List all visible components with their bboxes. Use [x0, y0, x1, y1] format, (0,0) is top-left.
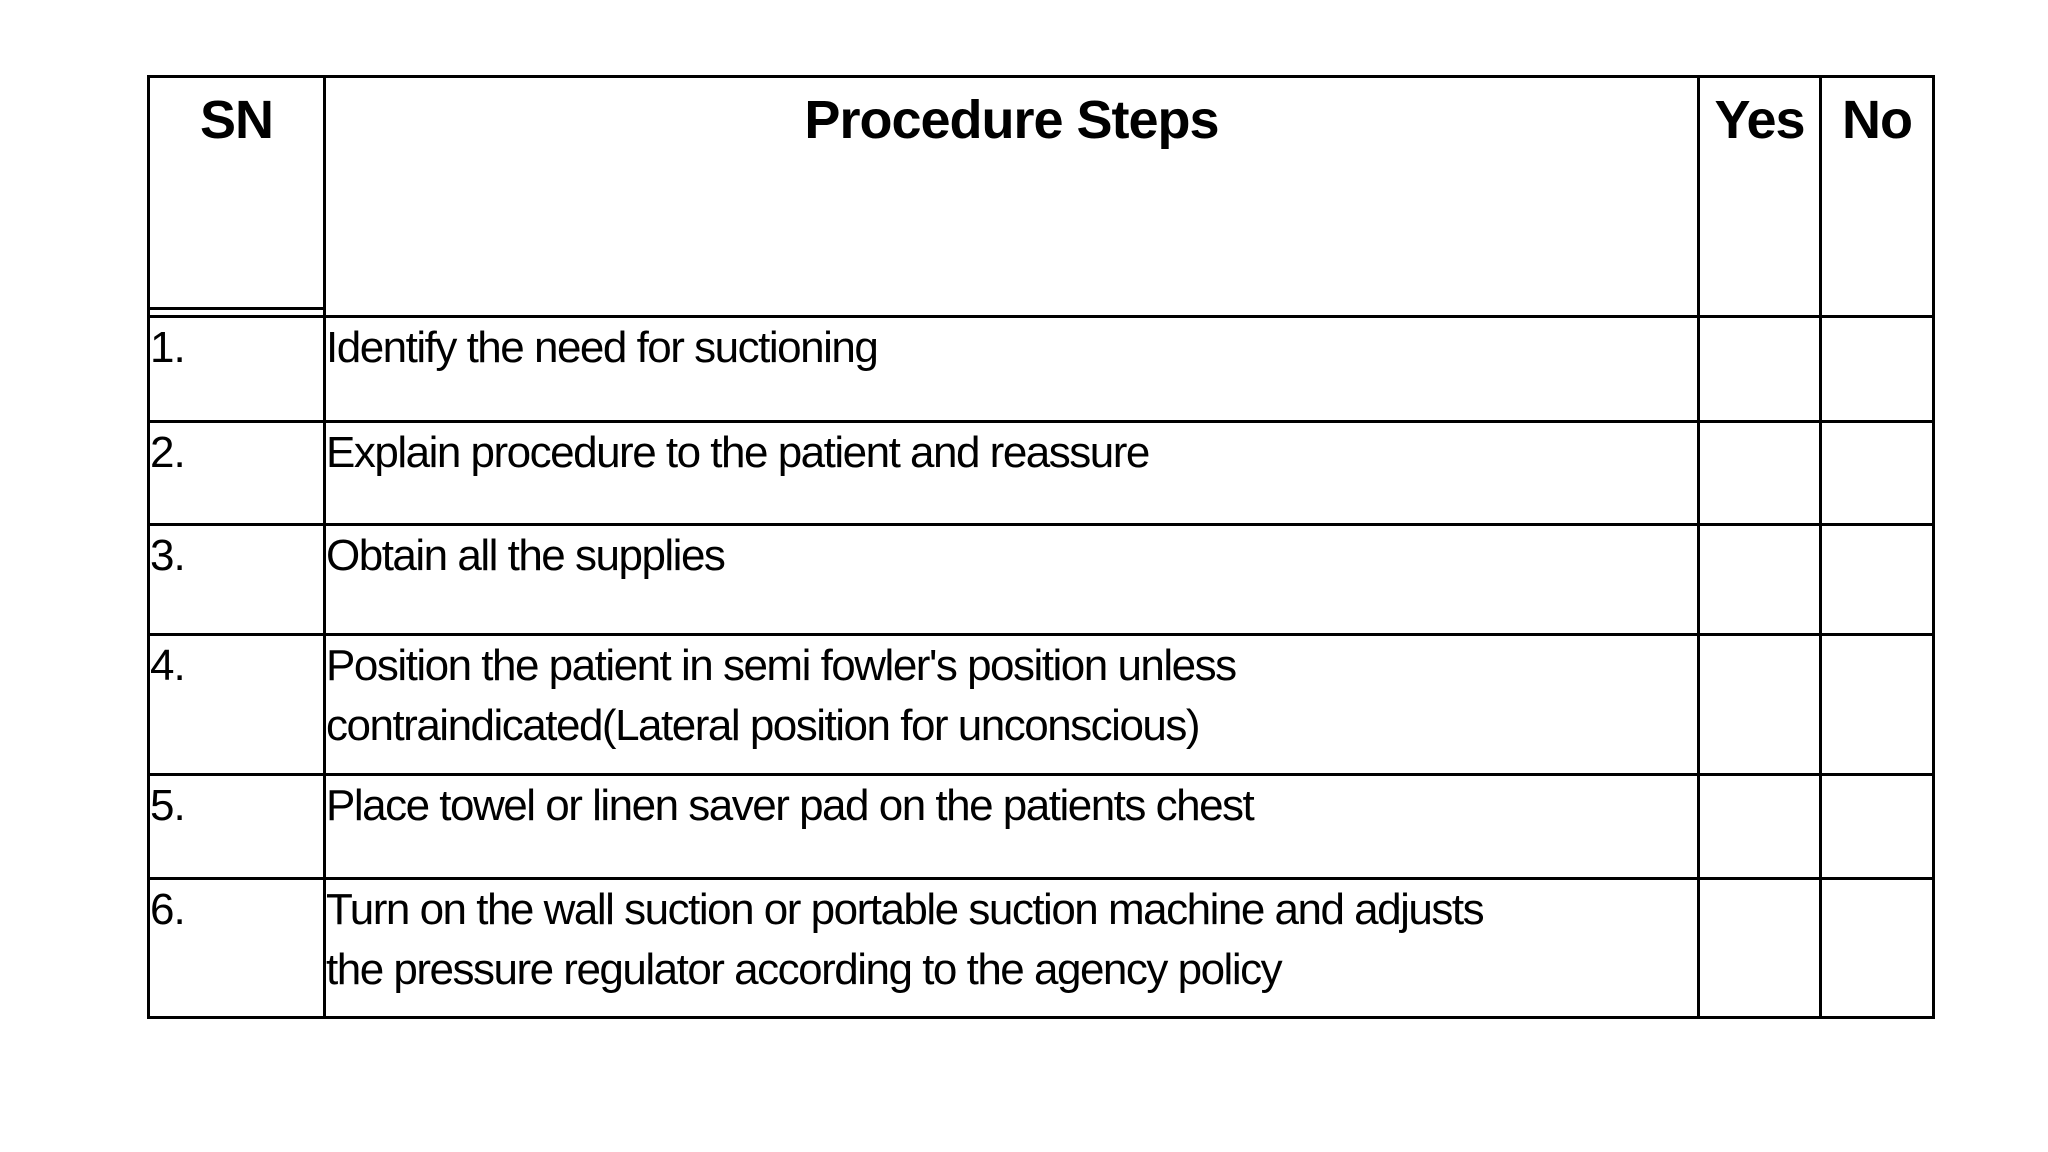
- no-cell: [1819, 773, 1935, 880]
- table-row: 3. Obtain all the supplies: [147, 523, 1935, 636]
- table-row: 1. Identify the need for suctioning: [147, 315, 1935, 423]
- yes-cell: [1697, 523, 1822, 636]
- sn-cell: 4.: [147, 633, 326, 776]
- column-header-yes: Yes: [1697, 75, 1822, 318]
- column-header-no: No: [1819, 75, 1935, 318]
- table-row: 4. Position the patient in semi fowler's…: [147, 633, 1935, 776]
- table-row: 6. Turn on the wall suction or portable …: [147, 877, 1935, 1019]
- no-cell: [1819, 315, 1935, 423]
- no-cell: [1819, 877, 1935, 1019]
- yes-cell: [1697, 420, 1822, 526]
- step-cell: Obtain all the supplies: [323, 523, 1700, 636]
- yes-cell: [1697, 633, 1822, 776]
- sn-cell: 2.: [147, 420, 326, 526]
- step-cell: Explain procedure to the patient and rea…: [323, 420, 1700, 526]
- header-row: SN Procedure Steps Yes No: [147, 75, 1935, 318]
- table-row: 5. Place towel or linen saver pad on the…: [147, 773, 1935, 880]
- sn-cell: 5.: [147, 773, 326, 880]
- step-cell: Position the patient in semi fowler's po…: [323, 633, 1700, 776]
- no-cell: [1819, 523, 1935, 636]
- procedure-checklist-table: SN Procedure Steps Yes No 1. Identify th…: [147, 75, 1935, 1019]
- yes-cell: [1697, 773, 1822, 880]
- step-cell: Turn on the wall suction or portable suc…: [323, 877, 1700, 1019]
- sn-cell: 1.: [147, 315, 326, 423]
- column-header-sn: SN: [147, 75, 328, 318]
- yes-cell: [1697, 877, 1822, 1019]
- no-cell: [1819, 420, 1935, 526]
- sn-cell: 6.: [147, 877, 326, 1019]
- step-cell: Identify the need for suctioning: [323, 315, 1700, 423]
- no-cell: [1819, 633, 1935, 776]
- table-row: 2. Explain procedure to the patient and …: [147, 420, 1935, 526]
- step-cell: Place towel or linen saver pad on the pa…: [323, 773, 1700, 880]
- yes-cell: [1697, 315, 1822, 423]
- column-header-procedure-steps: Procedure Steps: [323, 75, 1700, 318]
- sn-cell: 3.: [147, 523, 326, 636]
